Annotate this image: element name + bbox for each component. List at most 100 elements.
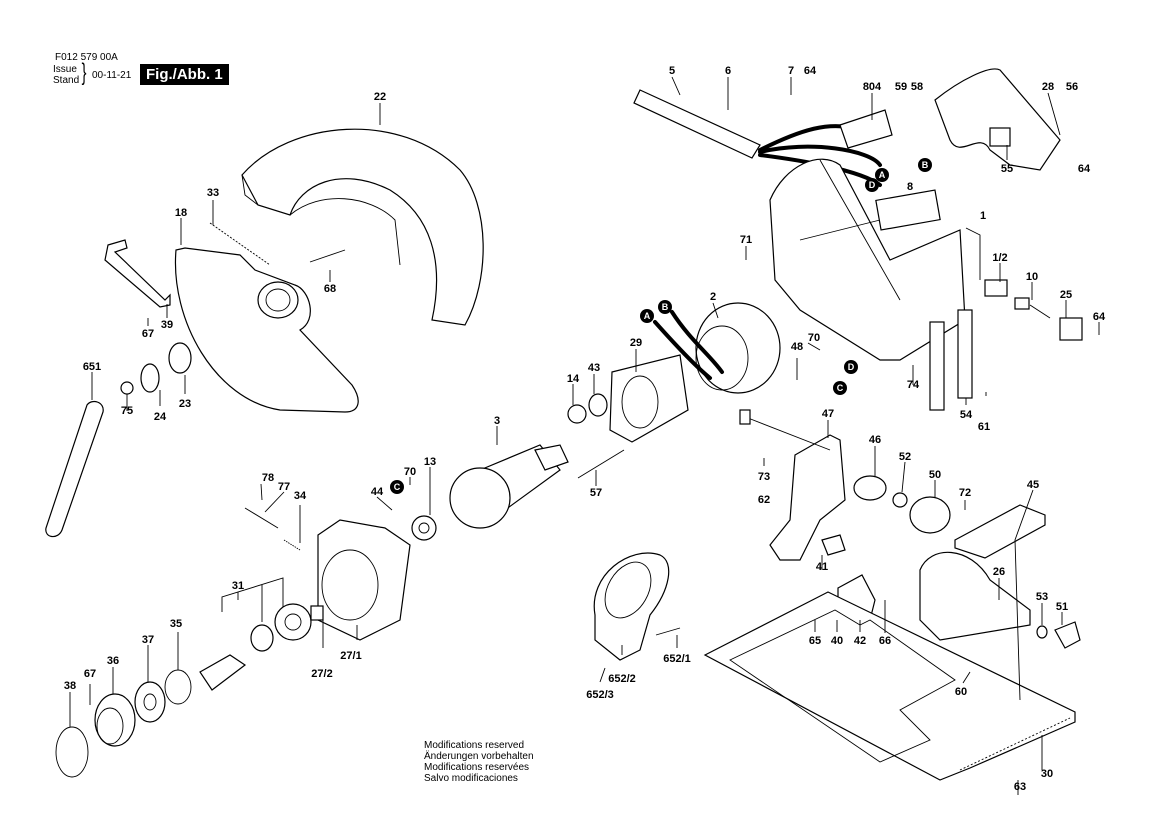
o-ring-38 xyxy=(55,726,89,778)
rod-plate xyxy=(739,409,751,425)
svg-text:A: A xyxy=(879,170,886,180)
badge-C-side: C xyxy=(833,381,847,395)
label-72: 72 xyxy=(959,487,971,499)
label-74: 74 xyxy=(907,379,920,391)
label-58: 58 xyxy=(911,81,923,93)
brush-cap xyxy=(1059,317,1083,341)
bearing-13 xyxy=(411,515,437,541)
label-63: 63 xyxy=(1014,781,1026,793)
issue-label-en: Issue xyxy=(53,64,77,75)
foam-pad xyxy=(989,127,1011,147)
label-18: 18 xyxy=(175,207,187,219)
label-27-1: 27/1 xyxy=(340,650,361,662)
label-6: 6 xyxy=(725,65,731,77)
angle-plate-45 xyxy=(954,504,1046,559)
spanner-wrench xyxy=(45,400,104,538)
label-75: 75 xyxy=(121,405,133,417)
carbon-brush xyxy=(1014,297,1030,310)
armature xyxy=(449,444,569,529)
label-51: 51 xyxy=(1056,601,1068,613)
label-52: 52 xyxy=(899,451,911,463)
clamp-41 xyxy=(821,534,846,556)
bearing-sleeve-43 xyxy=(588,393,608,417)
label-68: 68 xyxy=(324,283,336,295)
label-3: 3 xyxy=(494,415,500,427)
plate-a xyxy=(929,321,945,411)
depth-rod xyxy=(747,417,831,451)
long-screw xyxy=(577,449,625,479)
bevel-bracket xyxy=(769,434,846,561)
issue-date: 00-11-21 xyxy=(92,70,132,81)
svg-text:B: B xyxy=(662,302,669,312)
label-53: 53 xyxy=(1036,591,1048,603)
brush-holder xyxy=(984,279,1008,297)
label-38: 38 xyxy=(64,680,76,692)
handle-cover xyxy=(934,68,1061,171)
label-27-2: 27/2 xyxy=(311,668,332,680)
label-1-2: 1/2 xyxy=(992,252,1007,264)
issue-label-de: Stand xyxy=(53,75,80,86)
bearing-flange-36 xyxy=(94,693,136,747)
label-5: 5 xyxy=(669,65,675,77)
label-13: 13 xyxy=(424,456,436,468)
label-60: 60 xyxy=(955,686,967,698)
label-46: 46 xyxy=(869,434,881,446)
label-2: 2 xyxy=(710,291,716,303)
label-22: 22 xyxy=(374,91,386,103)
label-651: 651 xyxy=(83,361,101,373)
label-71: 71 xyxy=(740,234,752,246)
ball-bearing-37 xyxy=(134,681,166,723)
label-25: 25 xyxy=(1060,289,1072,301)
label-54: 54 xyxy=(960,409,973,421)
label-61: 61 xyxy=(978,421,990,433)
label-70a: 70 xyxy=(808,332,820,344)
label-66: 66 xyxy=(879,635,891,647)
washer-52 xyxy=(892,492,908,508)
label-44: 44 xyxy=(371,486,384,498)
stator-leads xyxy=(653,310,724,380)
lock-pin xyxy=(244,507,279,529)
label-40: 40 xyxy=(831,635,843,647)
switch xyxy=(839,109,893,149)
label-26: 26 xyxy=(993,566,1005,578)
spring-34 xyxy=(283,539,301,551)
label-77: 77 xyxy=(278,481,290,493)
outer-flange xyxy=(140,363,160,393)
plate-b xyxy=(957,309,973,399)
upper-blade-guard xyxy=(241,128,484,326)
knob-50 xyxy=(909,496,951,534)
label-7: 7 xyxy=(788,65,794,77)
notice-es: Salvo modificaciones xyxy=(424,773,518,784)
spindle xyxy=(199,654,247,691)
field-stator xyxy=(695,302,781,394)
label-36: 36 xyxy=(107,655,119,667)
badge-C-gear: C xyxy=(390,480,404,494)
guard-lever xyxy=(104,239,171,308)
gear xyxy=(274,603,312,641)
label-41: 41 xyxy=(816,561,828,573)
badge-B-stator: B xyxy=(658,300,672,314)
label-50: 50 xyxy=(929,469,941,481)
inner-flange xyxy=(168,342,192,374)
label-67b: 67 xyxy=(84,668,96,680)
svg-text:A: A xyxy=(644,311,651,321)
leader-lines xyxy=(69,76,1100,795)
svg-text:C: C xyxy=(394,482,401,492)
notice-de: Änderungen vorbehalten xyxy=(424,751,534,762)
label-804: 804 xyxy=(863,81,882,93)
label-1: 1 xyxy=(980,210,986,222)
drawing-code: F012 579 00A xyxy=(55,52,118,63)
badge-B-top: B xyxy=(918,158,932,172)
svg-text:B: B xyxy=(922,160,929,170)
gear-housing xyxy=(317,519,411,641)
label-10: 10 xyxy=(1026,271,1038,283)
washer-53 xyxy=(1036,625,1048,639)
label-652-2: 652/2 xyxy=(608,673,636,685)
needle-bearing xyxy=(310,605,324,621)
modifications-notice: Modifications reserved Änderungen vorbeh… xyxy=(424,740,534,784)
label-64a: 64 xyxy=(804,65,817,77)
label-56: 56 xyxy=(1066,81,1078,93)
part-labels: 22 33 18 68 39 67 651 75 24 23 5 6 7 64 … xyxy=(64,65,1106,793)
